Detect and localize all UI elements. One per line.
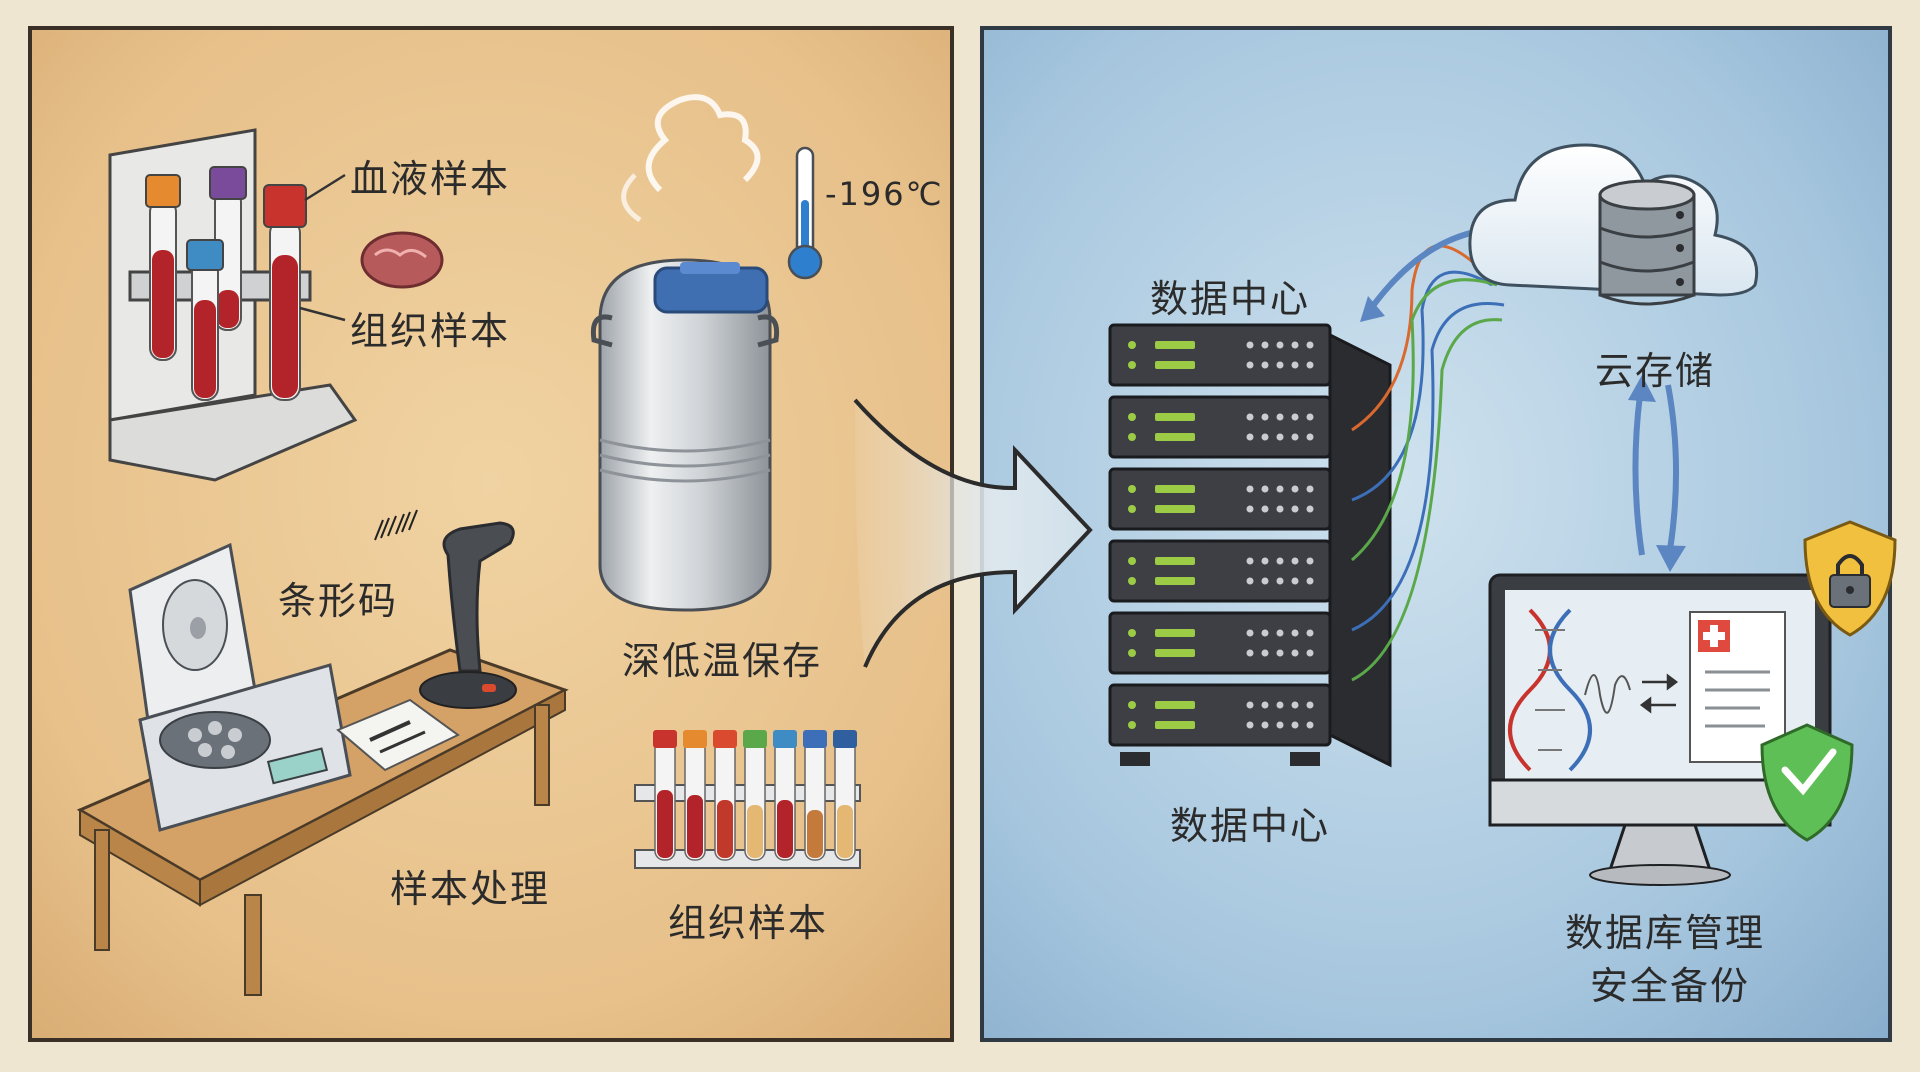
network-cables (1351, 244, 1505, 682)
label-tissue-sample-top: 组织样本 (350, 309, 511, 353)
label-sample-processing: 样本处理 (390, 867, 551, 911)
tissue-sample-icon (299, 231, 444, 322)
flow-arrow-to-datacenter (853, 398, 1093, 668)
server-leds (1128, 341, 1195, 729)
database-icon (1598, 179, 1696, 306)
label-tissue-sample-bottom: 组织样本 (668, 901, 829, 945)
label-datacenter-top: 数据中心 (1150, 277, 1311, 321)
centrifuge (128, 542, 352, 832)
server-units (1108, 323, 1332, 747)
barcode-scanner (374, 509, 517, 709)
label-datacenter-bottom: 数据中心 (1170, 804, 1331, 848)
barcode-label-sheet (336, 698, 460, 772)
label-cryo-storage: 深低温保存 (622, 639, 823, 683)
label-barcode: 条形码 (278, 579, 399, 623)
label-temperature: -196℃ (825, 175, 944, 213)
transfer-arrows (1639, 673, 1679, 714)
right-panel (980, 26, 1892, 1042)
cryogenic-tank (590, 94, 780, 612)
tissue-tubes (653, 730, 857, 861)
server-rack (1108, 323, 1392, 768)
label-database-management: 数据库管理 (1565, 911, 1766, 955)
blood-tube-rack (108, 128, 358, 482)
label-secure-backup: 安全备份 (1590, 964, 1751, 1008)
sync-arrow-cloud-monitor (1628, 375, 1686, 572)
checkmark-shield-icon (1760, 723, 1854, 842)
barcode-lines (374, 509, 418, 541)
thermometer-icon (787, 146, 823, 280)
server-vents (1246, 341, 1314, 729)
cloud-storage-icon (1468, 143, 1759, 306)
tissue-tube-rack (634, 730, 861, 869)
label-cloud-storage: 云存储 (1595, 349, 1716, 393)
dna-helix-icon (1508, 608, 1592, 772)
lock-shield-icon (1803, 520, 1897, 637)
label-blood-sample: 血液样本 (350, 157, 511, 201)
medical-report-icon (1689, 611, 1786, 763)
